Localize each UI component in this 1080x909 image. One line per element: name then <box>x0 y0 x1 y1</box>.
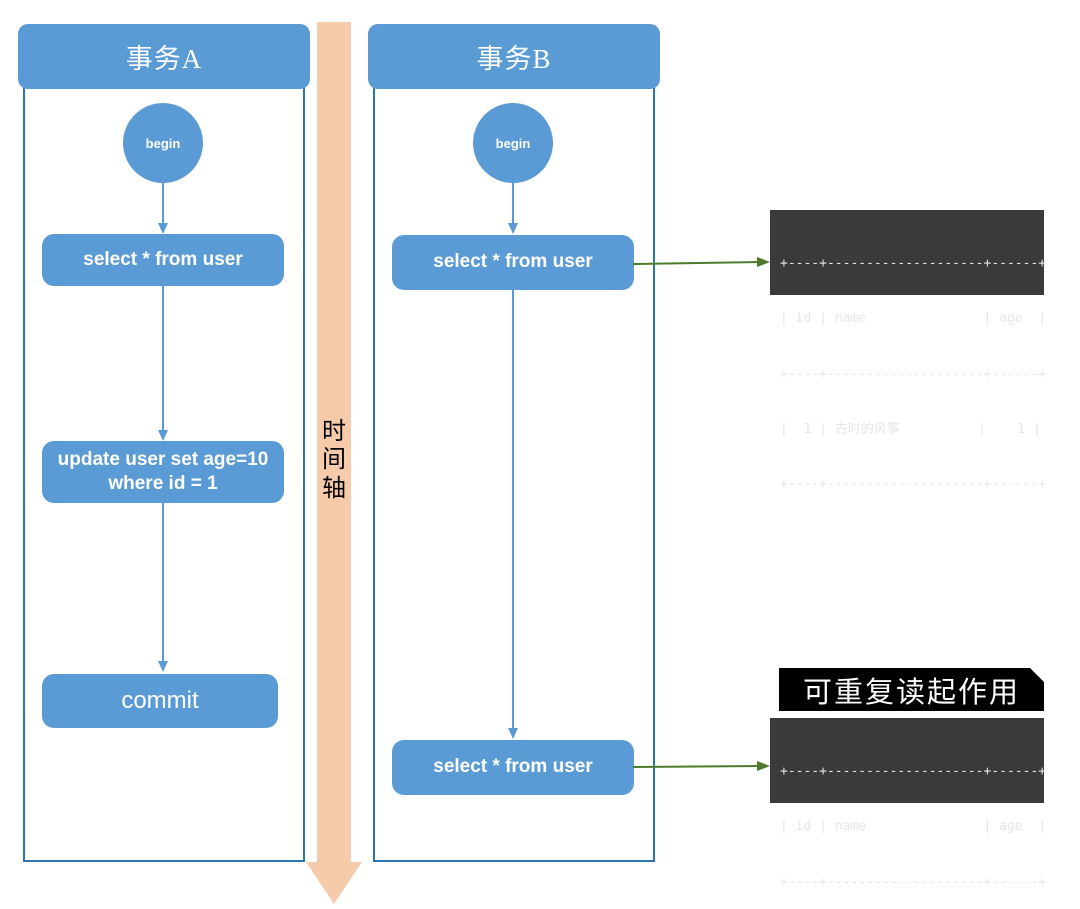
timeline-char-2: 间 <box>322 447 346 474</box>
connector-b-select1-to-select2 <box>508 290 518 739</box>
connector-a-begin-to-select <box>158 183 168 234</box>
transaction-b-select-second-node: select * from user <box>392 740 634 795</box>
connector-a-select-to-update <box>158 286 168 441</box>
transaction-a-begin-label: begin <box>145 135 181 151</box>
timeline-char-1: 时 <box>322 419 346 445</box>
result-table-top-rule-1: +----+--------------------+------+ <box>780 255 1047 271</box>
transaction-a-title: 事务A <box>125 44 203 74</box>
transaction-a-select-label: select * from user <box>83 248 243 270</box>
result-table-bottom-rule-2: +----+--------------------+------+ <box>780 874 1047 890</box>
result-table-top-rule-2: +----+--------------------+------+ <box>780 366 1047 382</box>
transaction-a-commit-node: commit <box>42 674 278 728</box>
transaction-a-header: 事务A <box>18 24 310 89</box>
transaction-b-select-second-label: select * from user <box>433 756 593 778</box>
result-table-top: +----+--------------------+------+ | id … <box>770 210 1047 492</box>
timeline-arrowhead-icon <box>306 862 362 904</box>
transaction-a-update-node: update user set age=10 where id = 1 <box>42 441 284 503</box>
result-table-bottom-header: | id | name | age | <box>780 819 1047 835</box>
transaction-b-begin-label: begin <box>495 135 531 151</box>
result-table-top-row-1: | 1 | 古时的风筝 | 1 | <box>780 421 1041 437</box>
transaction-b-title: 事务B <box>476 44 552 74</box>
result-table-bottom: +----+--------------------+------+ | id … <box>770 718 1047 890</box>
connector-a-update-to-commit <box>158 503 168 672</box>
transaction-b-begin-node: begin <box>473 103 553 183</box>
repeatable-read-banner-label: 可重复读起作用 <box>802 676 1020 709</box>
transaction-a-commit-label: commit <box>121 686 199 714</box>
connector-b-select1-to-result-top <box>632 257 770 267</box>
transaction-a-update-line2: where id = 1 <box>108 473 218 494</box>
transaction-b-select-first-label: select * from user <box>433 251 593 273</box>
transaction-b-header: 事务B <box>368 24 660 89</box>
result-table-top-rule-3: +----+--------------------+------+ <box>780 477 1047 493</box>
transaction-a-select-node: select * from user <box>42 234 284 286</box>
connector-b-select2-to-result-bottom <box>632 761 770 771</box>
timeline-label: 时 间 轴 <box>320 418 348 503</box>
timeline-char-3: 轴 <box>322 475 346 502</box>
repeatable-read-banner: 可重复读起作用 <box>779 668 1044 711</box>
connector-b-begin-to-select1 <box>508 183 518 234</box>
transaction-b-select-first-node: select * from user <box>392 235 634 290</box>
transaction-a-update-line1: update user set age=10 <box>57 448 269 470</box>
result-table-top-header: | id | name | age | <box>780 311 1047 327</box>
result-table-bottom-rule-1: +----+--------------------+------+ <box>780 763 1047 779</box>
timeline-shaft <box>317 22 351 862</box>
transaction-a-begin-node: begin <box>123 103 203 183</box>
